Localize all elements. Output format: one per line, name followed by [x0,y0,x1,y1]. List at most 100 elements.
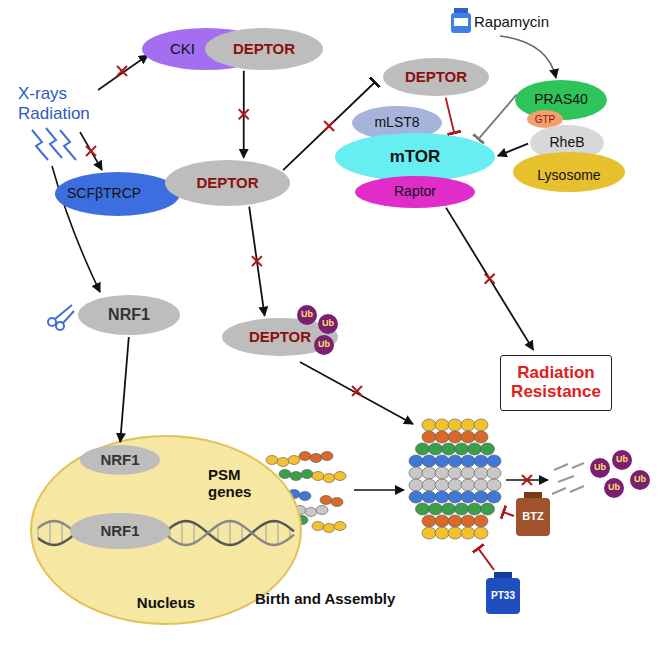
node-text: Raptor [394,184,436,199]
proteasome-subunit [422,419,436,431]
protein-ellipse: DEPTOR [165,160,290,206]
block-cross [252,256,262,266]
free-subunit [301,470,313,479]
node-text: SCFβTRCP [67,186,141,201]
free-subunit [316,506,328,515]
node-text: NRF1 [100,452,139,469]
arrow [354,489,404,491]
proteasome-subunit [474,515,488,527]
proteasome-subunit [448,515,462,527]
node-text: mTOR [390,148,441,167]
node-text: CKI [170,41,195,58]
dna-rung [37,528,38,538]
lightning [32,128,76,160]
proteasome-subunit [481,503,495,515]
free-subunit [321,452,333,461]
free-subunit [310,454,322,463]
pt33-bottle [486,572,520,614]
proteasome-subunit [461,419,475,431]
free-subunit [305,508,317,517]
proteasome-subunit [461,491,475,503]
free-subunit [323,524,335,533]
proteasome-subunit [435,491,449,503]
proteasome-subunit [435,419,449,431]
proteasome-subunit [474,467,488,479]
complex-core: mTOR [335,133,495,181]
proteasome-subunit [435,455,449,467]
connector [446,208,533,350]
node-text: Ub [634,475,646,485]
free-subunit [266,456,278,465]
protein-ellipse: NRF1 [70,513,170,549]
scissors [48,305,74,330]
protein-ellipse: NRF1 [78,295,180,335]
proteasome-subunit [461,515,475,527]
ubiquitin-circle: Ub [297,305,317,325]
ubiquitin-circle: Ub [590,458,610,478]
proteasome-subunit [448,527,462,539]
inhibition [503,512,514,516]
inhibition [478,548,494,570]
proteasome-subunit [422,527,436,539]
protein-ellipse: DEPTOR [205,28,323,70]
ubiquitin-circle: Ub [612,450,632,470]
node-text: Radiation Resistance [506,364,606,401]
ubiquitin-circle: Ub [630,470,650,490]
block-cross [239,109,249,119]
node-text: Ub [301,310,313,320]
proteasome-subunit [455,443,469,455]
free-subunit [277,458,289,467]
btz-bottle [516,492,550,536]
node-text: DEPTOR [233,41,295,58]
dna-rung [265,523,266,543]
proteasome-subunit [409,491,423,503]
dna-rung [277,522,278,545]
drug-label: PT33 [486,590,520,602]
proteasome-subunit [474,527,488,539]
protein-ellipse: NRF1 [80,445,160,475]
free-subunit [299,452,311,461]
proteasome-subunit [435,479,449,491]
node-text: Ub [318,340,330,350]
block-cross [252,256,262,266]
proteasome-subunit [416,443,430,455]
dna-rung [217,525,218,541]
complex-subunit: Raptor [355,176,475,208]
node-text: Ub [608,483,620,493]
block-cross [86,146,96,156]
block-cross [485,274,495,284]
proteasome-subunit [448,491,462,503]
bolt [32,130,48,160]
proteasome-subunit [416,503,430,515]
node-text: DEPTOR [249,329,311,346]
drug-label: Rapamycin [474,13,594,30]
connector [478,95,516,140]
connector [243,71,245,158]
node-text: RheB [549,135,584,150]
dna-rung [61,523,62,543]
proteasome-subunit [442,503,456,515]
proteasome-subunit [448,455,462,467]
protein-ellipse: DEPTOR [383,58,489,96]
outcome-box: Radiation Resistance [500,355,612,411]
node-text: Nucleus [137,595,195,612]
node-text: NRF1 [100,523,139,540]
organelle-ellipse: Lysosome [513,152,625,192]
proteasome-subunit [474,455,488,467]
block-cross [324,121,334,131]
bolt [46,128,62,158]
process-label: Birth and Assembly [255,590,435,607]
proteasome-subunit [468,503,482,515]
node-text: Ub [594,463,606,473]
proteasome-subunit [468,443,482,455]
proteasome-subunit [448,467,462,479]
free-subunit [334,522,346,531]
proteasome-subunit [455,503,469,515]
dna-rung [229,521,230,545]
connector [446,98,455,134]
node-text: GTP [535,114,556,125]
block-cross [324,121,334,131]
free-subunit [312,522,324,531]
proteasome-subunit [442,443,456,455]
